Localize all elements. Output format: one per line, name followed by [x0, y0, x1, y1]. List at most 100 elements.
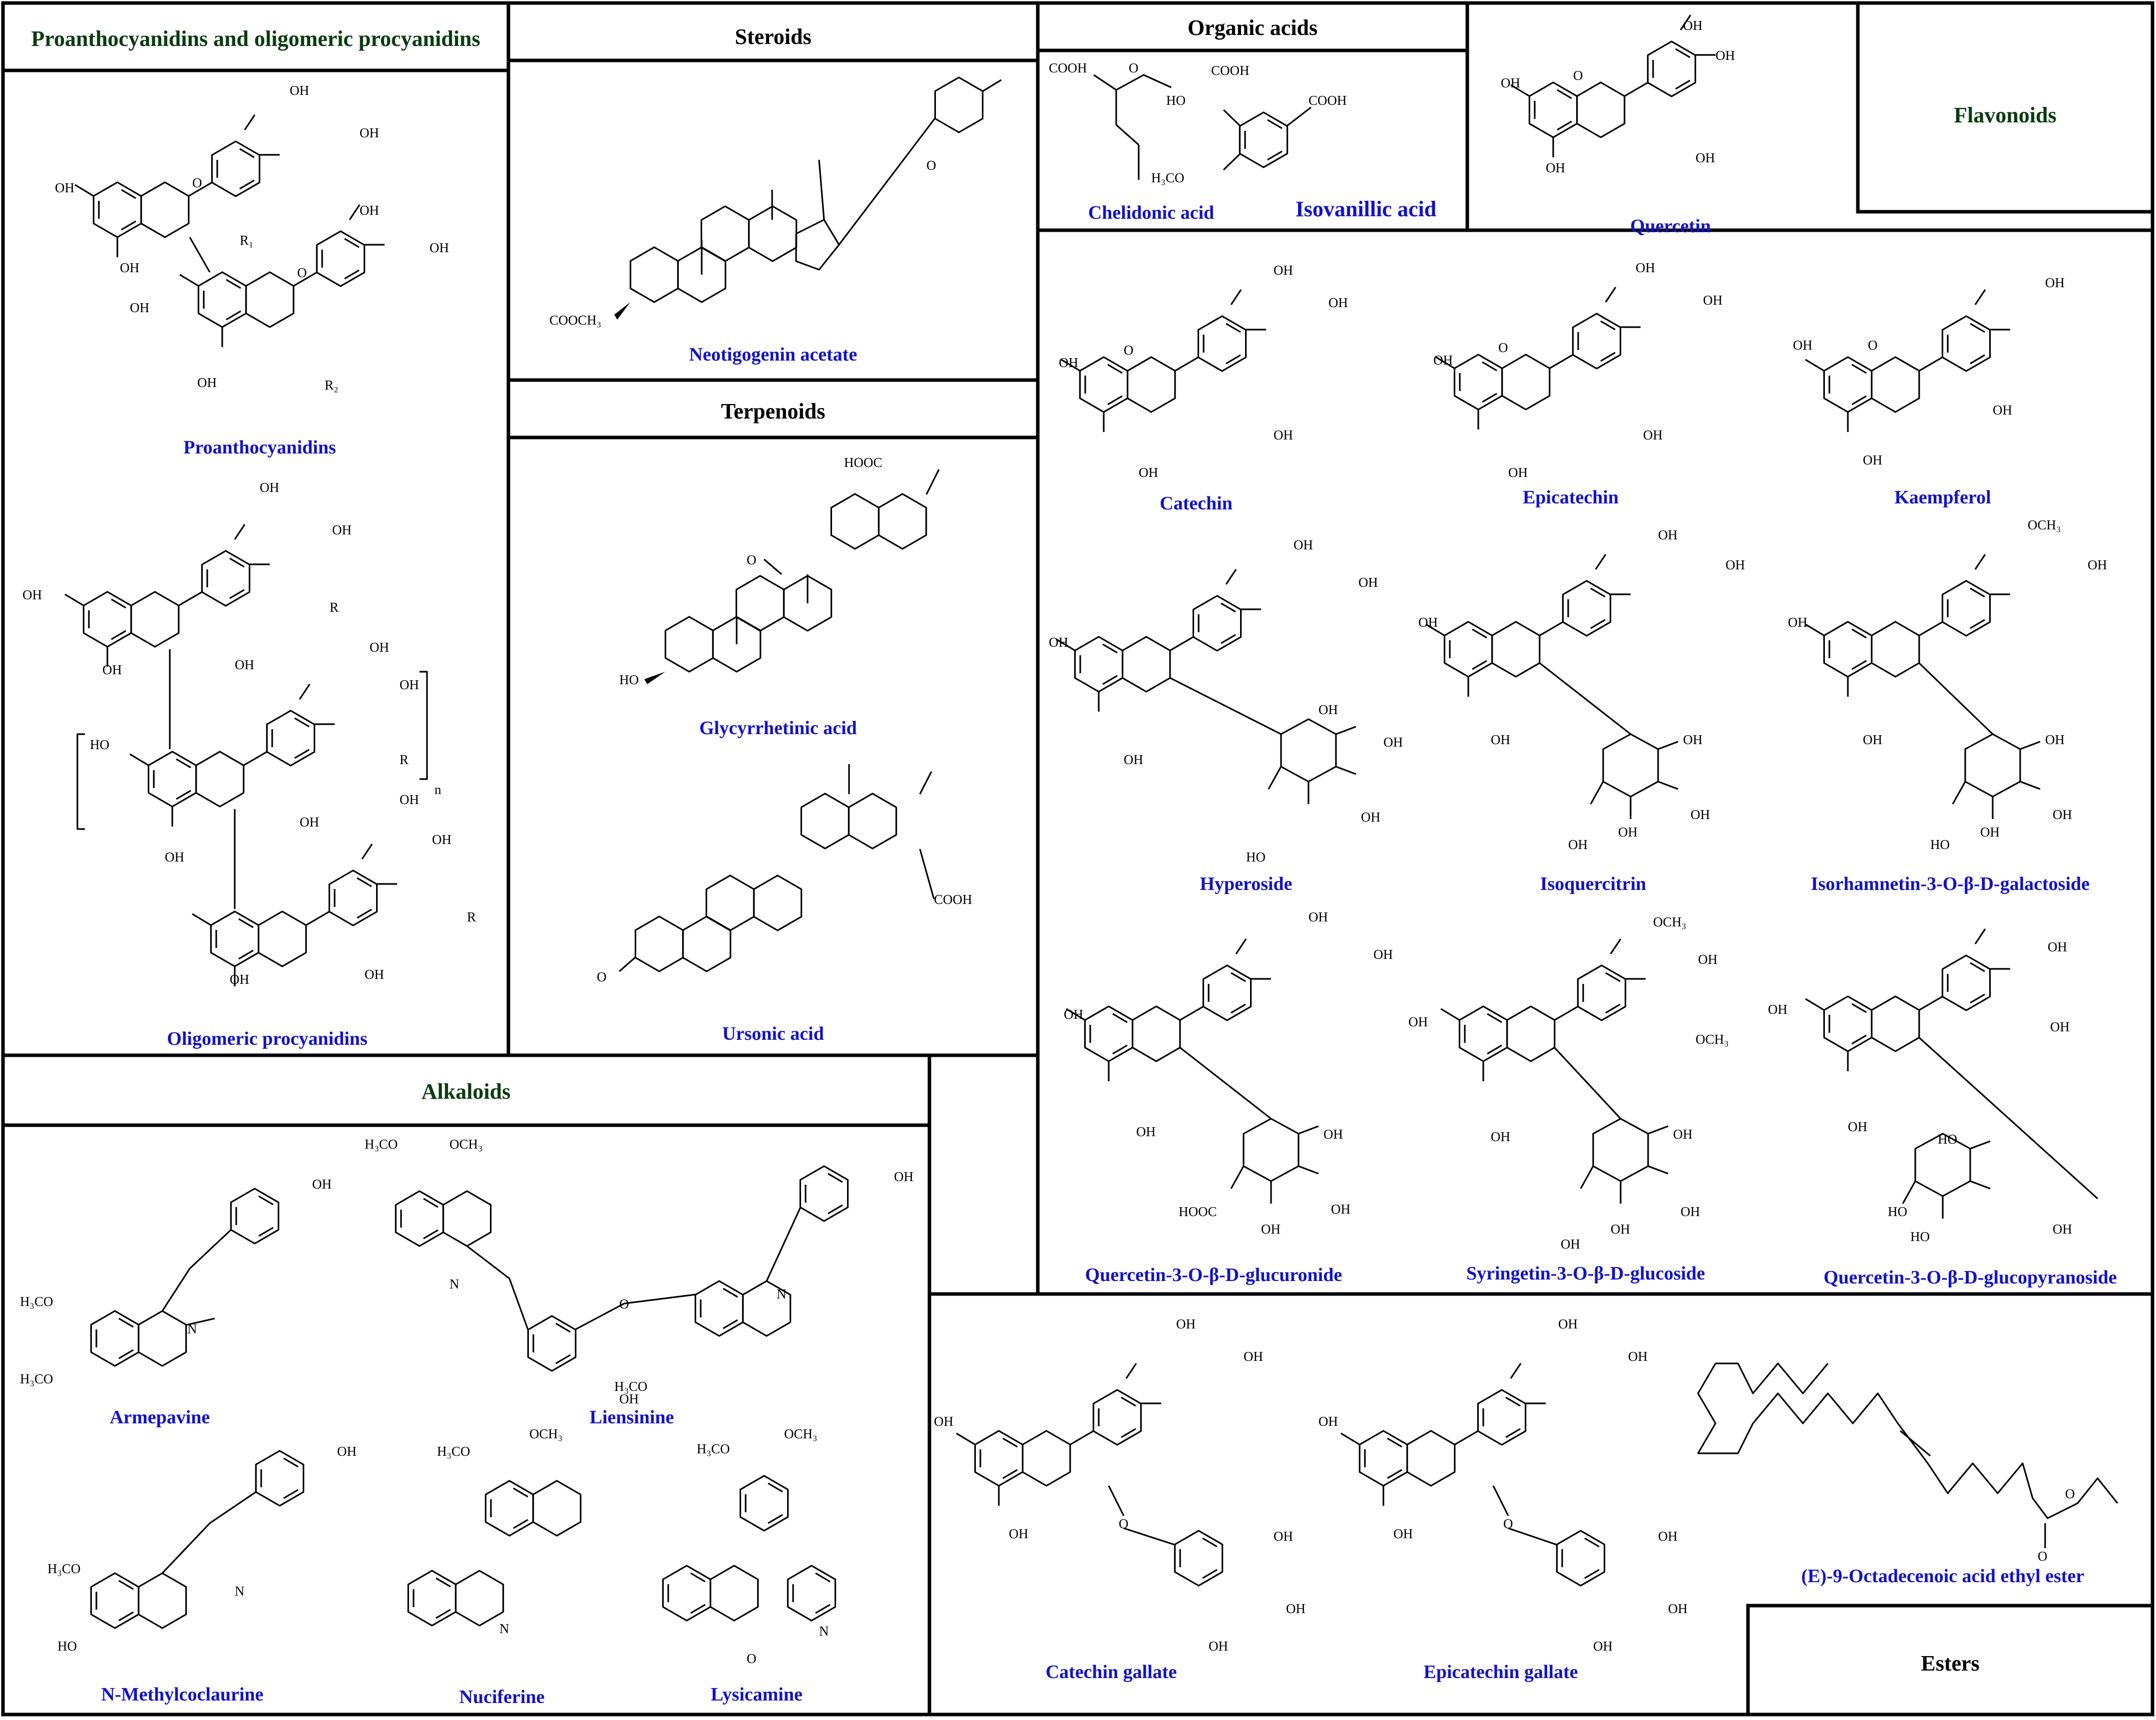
- svg-text:O: O: [1503, 1516, 1513, 1531]
- svg-text:COOCH₃: COOCH₃: [549, 313, 601, 328]
- svg-text:OH: OH: [1433, 353, 1453, 368]
- label-nuciferine: Nuciferine: [459, 1687, 545, 1708]
- svg-text:OH: OH: [22, 587, 42, 602]
- label-n-methylcoclaurine: N-Methylcoclaurine: [101, 1684, 263, 1705]
- svg-text:H₃CO: H₃CO: [1151, 170, 1184, 185]
- svg-text:OH: OH: [1636, 260, 1655, 275]
- svg-text:HO: HO: [619, 672, 639, 687]
- structure-isorhamnetin-galactoside: OH OH OCH₃ OH OH OH OH HO: [1788, 517, 2107, 852]
- svg-text:OH: OH: [1658, 527, 1678, 542]
- svg-text:OH: OH: [197, 375, 217, 390]
- label-quercetin: Quercetin: [1630, 216, 1711, 237]
- svg-text:OH: OH: [1308, 909, 1328, 924]
- structure-lysicamine: H₃CO OCH₃ N O: [662, 1426, 837, 1666]
- svg-text:OH: OH: [1788, 615, 1807, 630]
- svg-text:O: O: [619, 1296, 629, 1311]
- svg-text:OH: OH: [619, 1391, 639, 1406]
- label-quercetin-glucopyranoside: Quercetin-3-O-β-D-glucopyranoside: [1823, 1267, 2117, 1288]
- svg-text:O: O: [747, 552, 757, 567]
- svg-text:O: O: [1868, 338, 1878, 353]
- svg-text:OH: OH: [1049, 635, 1068, 650]
- svg-text:COOH: COOH: [1308, 93, 1347, 108]
- svg-text:OH: OH: [1323, 1127, 1343, 1142]
- category-flavonoids: Flavonoids: [1954, 103, 2056, 127]
- label-armepavine: Armepavine: [110, 1407, 210, 1428]
- structure-n-methylcoclaurine: H₃CO HO OH N: [47, 1444, 357, 1654]
- structure-hyperoside: OH OH OH OH OH OH OH HO: [1049, 537, 1403, 864]
- svg-text:OH: OH: [1681, 1204, 1700, 1219]
- svg-text:OH: OH: [1658, 1529, 1678, 1544]
- svg-text:OH: OH: [1176, 1316, 1196, 1331]
- svg-text:OH: OH: [2053, 807, 2072, 822]
- svg-text:OH: OH: [934, 1414, 953, 1429]
- svg-text:OH: OH: [1698, 952, 1718, 967]
- svg-text:OH: OH: [1059, 355, 1078, 370]
- svg-text:OH: OH: [1331, 1202, 1350, 1217]
- svg-text:OH: OH: [120, 260, 139, 275]
- svg-text:R₂: R₂: [325, 378, 338, 393]
- structure-neotigogenin-acetate: COOCH₃ O: [549, 76, 1002, 328]
- svg-text:OH: OH: [1274, 428, 1293, 442]
- svg-text:H₃CO: H₃CO: [47, 1561, 80, 1576]
- svg-text:OH: OH: [365, 967, 384, 982]
- svg-text:OH: OH: [235, 657, 254, 672]
- svg-text:OH: OH: [165, 850, 184, 864]
- label-epicatechin: Epicatechin: [1523, 487, 1619, 508]
- structure-epicatechin-gallate: OH OH OH OH O OH OH OH: [1318, 1316, 1688, 1654]
- svg-text:OH: OH: [1568, 837, 1588, 852]
- svg-text:OH: OH: [1593, 1639, 1613, 1654]
- svg-text:OH: OH: [1628, 1349, 1648, 1364]
- svg-text:OH: OH: [1683, 18, 1703, 33]
- svg-text:OH: OH: [1508, 465, 1528, 480]
- svg-text:OH: OH: [332, 522, 352, 537]
- svg-text:OH: OH: [400, 677, 419, 692]
- svg-text:N: N: [235, 1584, 245, 1599]
- label-isoquercitrin: Isoquercitrin: [1540, 873, 1647, 894]
- svg-text:OCH₃: OCH₃: [449, 1137, 482, 1152]
- structure-isoquercitrin: OH OH OH OH OH OH OH OH: [1418, 527, 1745, 852]
- svg-text:OH: OH: [1139, 465, 1158, 480]
- svg-text:HO: HO: [1910, 1229, 1930, 1244]
- category-proanthocyanidins: Proanthocyanidins and oligomeric procyan…: [31, 26, 480, 51]
- structure-nuciferine: H₃CO OCH₃ N: [407, 1426, 582, 1636]
- svg-text:OH: OH: [1136, 1124, 1156, 1139]
- label-catechin: Catechin: [1160, 493, 1233, 514]
- svg-text:OH: OH: [1501, 75, 1520, 90]
- svg-text:OH: OH: [1358, 575, 1378, 590]
- svg-text:OH: OH: [337, 1444, 357, 1459]
- svg-text:N: N: [449, 1277, 459, 1291]
- svg-text:COOH: COOH: [934, 892, 972, 907]
- svg-text:OH: OH: [300, 815, 319, 830]
- structure-proanthocyanidins: OH OH OH OH R₁ OH OH OH OH R₂ O O: [55, 83, 449, 393]
- svg-text:OH: OH: [290, 83, 309, 98]
- structure-chelidonic-acid: COOH O COOH: [1049, 60, 1250, 180]
- svg-text:HO: HO: [1166, 93, 1186, 108]
- svg-text:OH: OH: [1668, 1601, 1688, 1616]
- svg-text:OCH₃: OCH₃: [784, 1426, 817, 1441]
- svg-text:O: O: [2038, 1549, 2048, 1564]
- svg-text:OH: OH: [312, 1177, 332, 1192]
- structure-quercetin: OH OH OH OH OH O: [1501, 15, 1735, 175]
- label-isovanillic-acid: Isovanillic acid: [1295, 197, 1436, 221]
- svg-text:OH: OH: [2088, 557, 2107, 572]
- svg-text:O: O: [747, 1651, 757, 1666]
- svg-text:OH: OH: [1244, 1349, 1263, 1364]
- svg-text:H₃CO: H₃CO: [697, 1441, 730, 1456]
- svg-text:HO: HO: [1246, 850, 1266, 864]
- svg-text:OH: OH: [1393, 1526, 1413, 1541]
- label-liensinine: Liensinine: [590, 1407, 674, 1428]
- svg-text:OH: OH: [1361, 810, 1380, 825]
- svg-text:OH: OH: [2053, 1222, 2072, 1237]
- label-proanthocyanidins: Proanthocyanidins: [183, 437, 336, 458]
- svg-text:OH: OH: [360, 203, 379, 218]
- label-isorhamnetin-galactoside: Isorhamnetin-3-O-β-D-galactoside: [1811, 873, 2090, 894]
- svg-text:OH: OH: [1618, 825, 1638, 840]
- svg-text:OH: OH: [102, 662, 122, 677]
- structure-liensinine: H₃CO OCH₃ N O OH H₃CO OH N: [365, 1137, 913, 1406]
- category-alkaloids: Alkaloids: [422, 1079, 511, 1104]
- svg-text:OH: OH: [1294, 537, 1313, 552]
- svg-text:OH: OH: [1691, 807, 1710, 822]
- svg-text:N: N: [187, 1321, 197, 1336]
- svg-text:OH: OH: [1286, 1601, 1305, 1616]
